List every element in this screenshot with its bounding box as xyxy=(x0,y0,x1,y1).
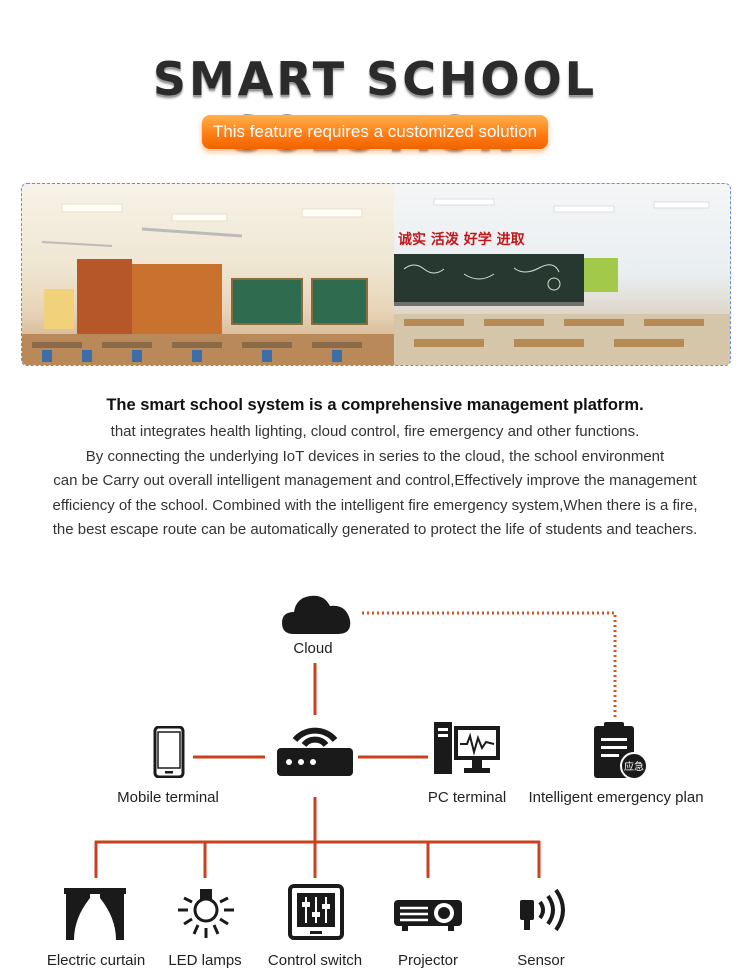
projector-icon xyxy=(394,900,462,931)
classroom-stage-photo xyxy=(22,184,394,365)
classroom-photo-strip: 诚实 活泼 好学 进取 xyxy=(21,183,731,366)
mobile-phone-icon xyxy=(153,726,185,778)
device-label: Electric curtain xyxy=(46,952,146,969)
device-label: LED lamps xyxy=(168,952,242,969)
description-line: can be Carry out overall intelligent man… xyxy=(53,472,697,489)
pc-terminal-label: PC terminal xyxy=(427,789,507,806)
device-label: Projector xyxy=(397,952,459,969)
emergency-plan-icon: 应急 xyxy=(594,722,648,780)
description-headline: The smart school system is a comprehensi… xyxy=(106,396,644,414)
cloud-label: Cloud xyxy=(293,640,333,657)
emergency-badge-text: 应急 xyxy=(624,760,644,773)
emergency-plan-label: Intelligent emergency plan xyxy=(528,789,704,806)
network-connections xyxy=(94,611,617,878)
cloud-emergency-dotted-line xyxy=(362,611,617,718)
classroom-blackboard-photo: 诚实 活泼 好学 进取 xyxy=(394,184,730,365)
description-line: efficiency of the school. Combined with … xyxy=(52,497,698,514)
control-switch-icon xyxy=(288,884,344,940)
curtain-icon xyxy=(64,888,126,940)
mobile-terminal-label: Mobile terminal xyxy=(117,789,219,806)
router-icon xyxy=(277,727,353,776)
device-label: Control switch xyxy=(267,952,363,969)
blackboard-slogan: 诚实 活泼 好学 进取 xyxy=(398,231,526,248)
description-line: that integrates health lighting, cloud c… xyxy=(110,423,640,440)
description-line: the best escape route can be automatical… xyxy=(52,521,698,538)
pc-terminal-icon xyxy=(434,722,500,774)
custom-solution-badge: This feature requires a customized solut… xyxy=(202,115,548,149)
sensor-icon xyxy=(520,888,565,932)
cloud-icon xyxy=(282,595,351,634)
description-line: By connecting the underlying IoT devices… xyxy=(85,448,665,465)
lamp-icon xyxy=(178,889,234,938)
device-label: Sensor xyxy=(517,952,565,969)
